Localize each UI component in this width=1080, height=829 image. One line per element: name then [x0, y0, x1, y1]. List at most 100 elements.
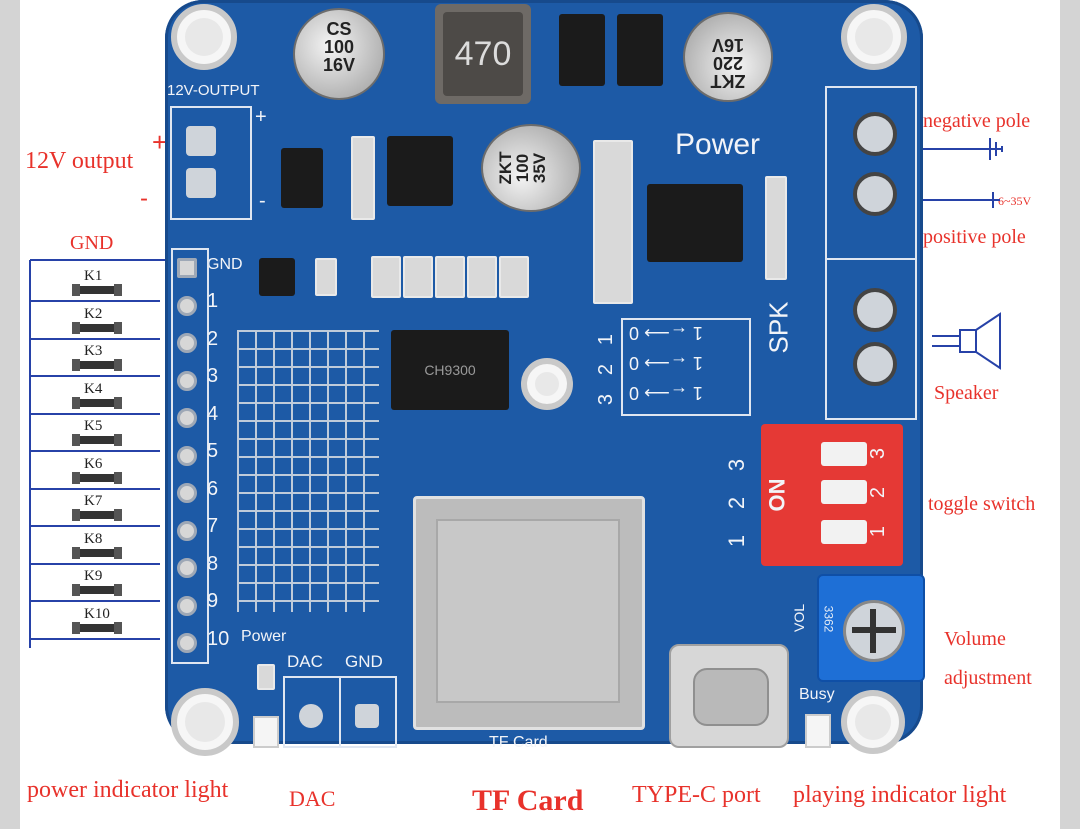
dip-on-label: ON — [764, 478, 790, 512]
pin-4[interactable] — [177, 408, 197, 428]
power-top-silk: Power — [675, 128, 761, 161]
gnd-silk: GND — [207, 256, 243, 273]
dip-number: 2 — [867, 486, 890, 499]
terminal-divider — [827, 258, 915, 260]
key-label: K2 — [84, 305, 103, 322]
pin-2[interactable] — [177, 333, 197, 353]
pin-gnd[interactable] — [177, 258, 197, 278]
pin-number: 6 — [207, 477, 219, 500]
terminal-screw-spk2[interactable] — [853, 342, 897, 386]
pin-8[interactable] — [177, 558, 197, 578]
negative-pole-label: negative pole — [923, 110, 1031, 132]
pin-6[interactable] — [177, 483, 197, 503]
volume-label-line1: Volume — [944, 628, 1006, 650]
busy-silk: Busy — [799, 686, 835, 703]
pin-number: 5 — [207, 440, 219, 462]
transistor-output — [281, 148, 323, 208]
dip-side-number: 3 — [724, 458, 750, 472]
cap2-line2: 220 — [712, 53, 744, 73]
volume-label-line2: adjustment — [944, 667, 1032, 689]
key-switch-symbol — [72, 434, 122, 446]
pin-1[interactable] — [177, 295, 197, 316]
pin-number: 7 — [207, 515, 219, 537]
usb-c-port[interactable] — [669, 644, 789, 748]
right-border — [1060, 0, 1080, 829]
key-switch-symbol — [72, 284, 122, 296]
mounting-hole-top-left — [171, 4, 237, 70]
key-wire — [30, 337, 160, 340]
key-wire — [30, 412, 160, 415]
twelve-v-output-label: 12V output — [25, 148, 134, 174]
mode-row: 1 ←⟶ 0 — [629, 353, 703, 373]
pot-knob[interactable] — [843, 600, 905, 662]
pole-leader-lines — [920, 138, 1003, 208]
pin-number: 4 — [207, 402, 219, 425]
key-switch-symbol — [72, 471, 122, 484]
key-label: K8 — [84, 530, 103, 547]
speaker-icon — [932, 312, 1001, 370]
gnd-pad[interactable] — [355, 704, 379, 728]
volume-potentiometer[interactable]: 3362 — [817, 574, 925, 682]
output-minus-label: - — [140, 185, 148, 212]
key-label: K5 — [84, 418, 103, 434]
output-plus-label: + — [152, 127, 168, 157]
dip-toggle-2[interactable] — [821, 480, 867, 504]
positive-pole-label: positive pole — [923, 226, 1026, 248]
key-switch-schematic — [29, 259, 170, 648]
cap2-line3: 16V — [711, 35, 745, 55]
dip-toggle-1[interactable] — [821, 520, 867, 544]
capacitor-zkt-220: ZKT 220 16V — [683, 12, 773, 102]
dac-silk: DAC — [287, 652, 323, 671]
key-switch-symbol — [72, 321, 122, 334]
type-c-callout: TYPE-C port — [632, 782, 761, 808]
pin-number: 2 — [207, 327, 219, 350]
playing-indicator-label: playing indicator light — [793, 782, 1007, 808]
toggle-switch-label: toggle switch — [928, 493, 1036, 515]
tf-card-silk: TF Card — [489, 734, 548, 751]
dip-toggle-3[interactable] — [821, 442, 867, 466]
key-switch-symbol — [72, 359, 122, 371]
key-switch-symbol — [72, 396, 122, 409]
key-label: K10 — [84, 605, 110, 622]
output-pad-minus — [186, 168, 216, 198]
tf-card-slot[interactable] — [413, 496, 645, 730]
key-wire — [30, 450, 160, 452]
mounting-hole-top-right — [841, 4, 907, 70]
pin-number: 3 — [207, 365, 219, 387]
resistor-r5 — [499, 256, 529, 298]
left-border — [0, 0, 20, 829]
power-led — [253, 716, 279, 748]
gnd-callout: GND — [70, 232, 114, 254]
key-label: K7 — [84, 493, 103, 509]
pin-5[interactable] — [177, 445, 197, 466]
key-wire — [30, 525, 160, 527]
terminal-screw-negative[interactable] — [853, 112, 897, 156]
pot-label: 3362 — [821, 605, 836, 633]
inductor-label: 470 — [443, 12, 523, 96]
resistor-power — [765, 176, 787, 280]
ic-regulator — [387, 136, 453, 206]
capacitor-cs-100: CS 100 16V — [293, 8, 385, 100]
key-switch-symbol — [72, 584, 122, 596]
inductor: 470 — [435, 4, 531, 104]
resistor-column — [351, 136, 375, 220]
dac-pad[interactable] — [299, 704, 323, 728]
pin-3[interactable] — [177, 370, 197, 391]
pin-10[interactable] — [177, 633, 197, 653]
key-wire — [30, 300, 160, 302]
cap1-line2: 100 — [323, 37, 355, 57]
terminal-screw-positive[interactable] — [853, 172, 897, 216]
key-switch-symbol — [72, 546, 122, 559]
busy-led — [805, 714, 831, 748]
resistor-r4 — [467, 256, 497, 298]
dip-side-number: 2 — [724, 496, 750, 510]
mode-number: 2 — [595, 363, 618, 376]
pin-7[interactable] — [177, 520, 197, 541]
pin-9[interactable] — [177, 595, 197, 616]
key-wire — [30, 375, 160, 377]
terminal-screw-spk1[interactable] — [853, 288, 897, 332]
pin-number: 1 — [207, 290, 219, 312]
terminal-block[interactable] — [825, 86, 917, 420]
